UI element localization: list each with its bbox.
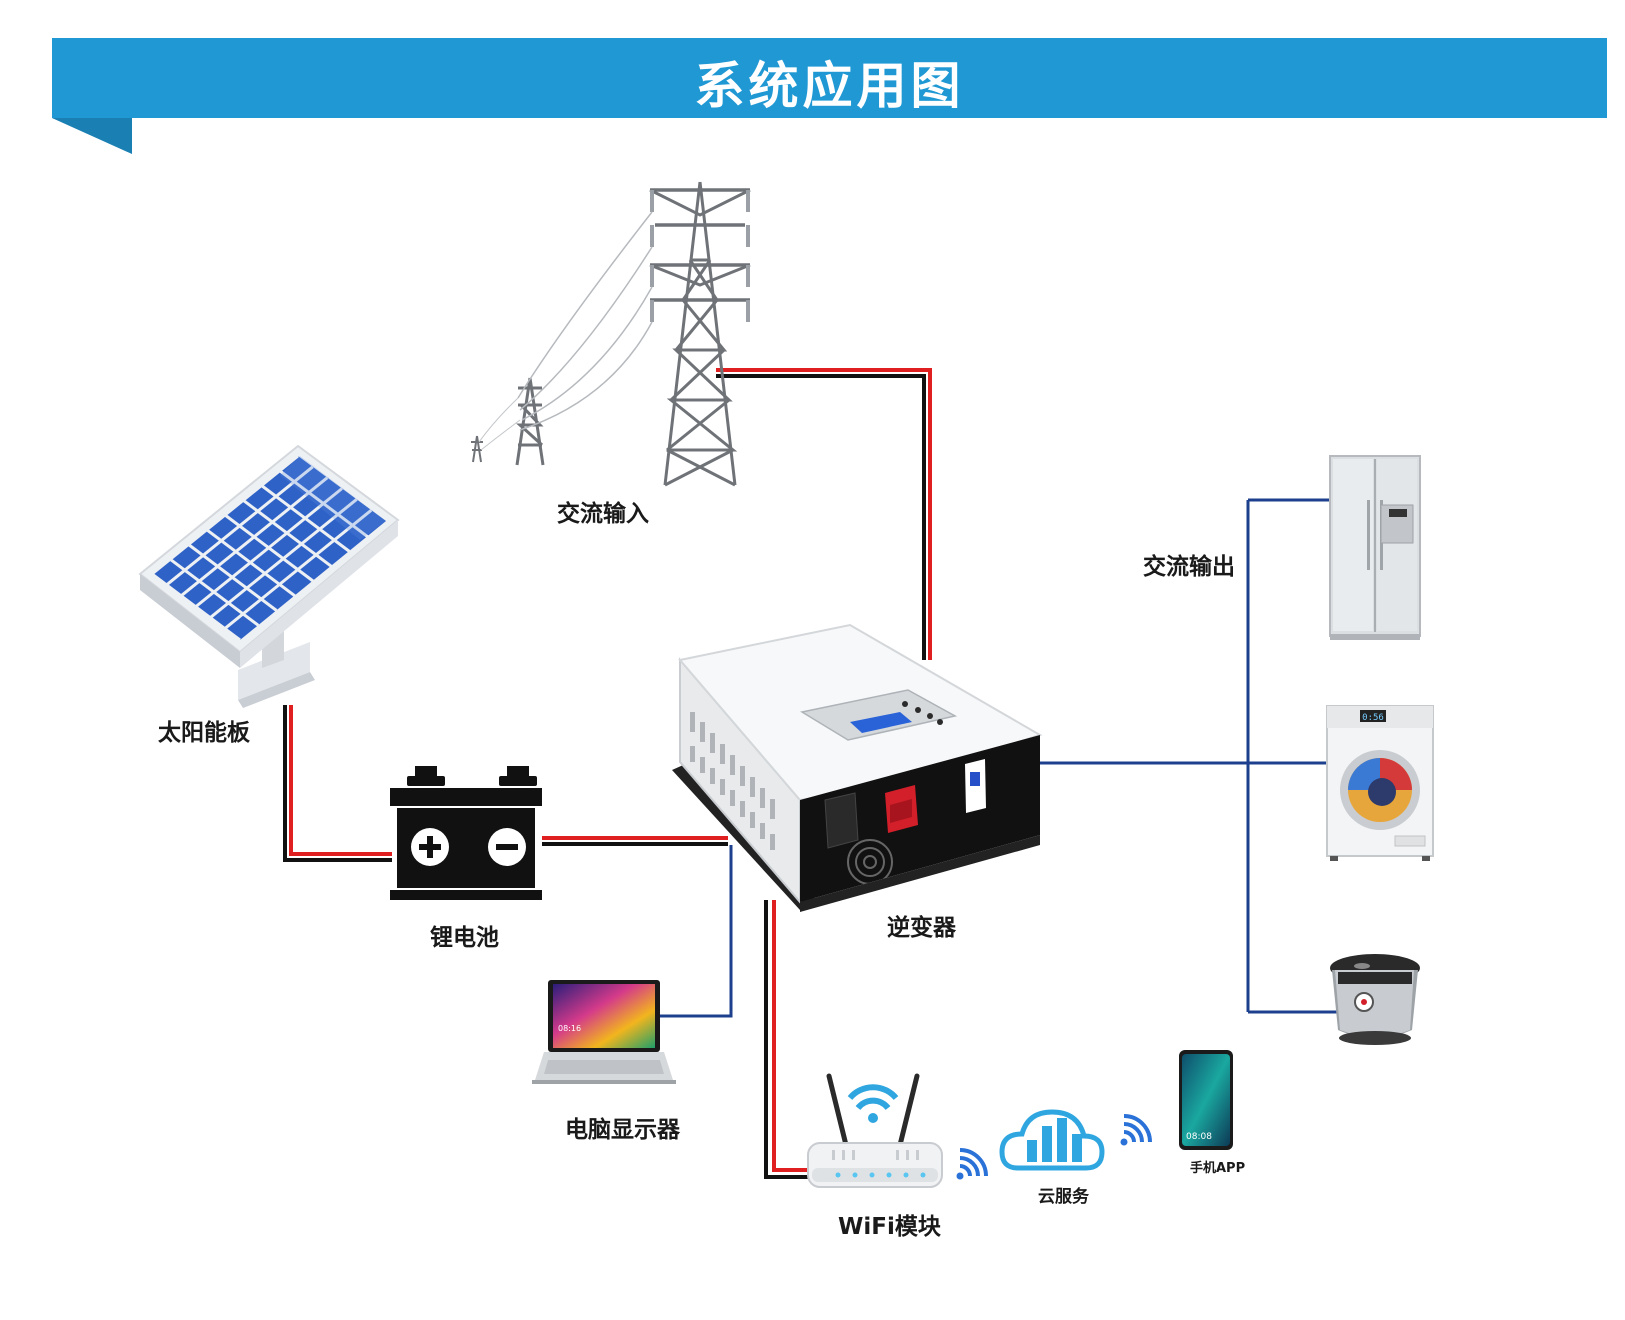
washing-machine-icon: 0:56 bbox=[1326, 705, 1434, 861]
washer-display-text: 0:56 bbox=[1362, 713, 1384, 723]
power-grid-tower-icon bbox=[471, 181, 751, 487]
cloud-service-icon bbox=[999, 1109, 1105, 1171]
wifi-router-icon bbox=[807, 1073, 943, 1188]
page-title: 系统应用图 bbox=[694, 57, 965, 115]
grid-wire-negative bbox=[716, 374, 926, 660]
refrigerator-icon bbox=[1329, 455, 1421, 640]
lithium-battery-label: 锂电池 bbox=[430, 925, 499, 951]
solar-wire-negative bbox=[283, 705, 392, 862]
laptop-wire bbox=[660, 845, 733, 1018]
wifi-wire-positive bbox=[772, 900, 818, 1172]
wifi-wire-negative bbox=[764, 900, 818, 1179]
battery-icon bbox=[390, 766, 542, 900]
solar-panel-icon bbox=[138, 444, 400, 708]
ac-input-label: 交流输入 bbox=[557, 501, 649, 527]
phone-clock-text: 08:08 bbox=[1186, 1132, 1212, 1142]
laptop-clock-text: 08:16 bbox=[558, 1024, 581, 1033]
laptop-icon: 08:16 bbox=[532, 980, 676, 1084]
wires bbox=[283, 368, 1340, 1179]
wifi-module-label: WiFi模块 bbox=[838, 1214, 941, 1240]
smartphone-icon: 08:08 bbox=[1179, 1050, 1233, 1150]
solar-panel-label: 太阳能板 bbox=[158, 720, 250, 746]
ac-output-label: 交流输出 bbox=[1143, 554, 1235, 580]
rice-cooker-icon bbox=[1330, 954, 1420, 1045]
inverter-device-icon bbox=[672, 623, 1043, 912]
banner-tail bbox=[52, 118, 132, 154]
wireless-signal-icon bbox=[956, 1148, 988, 1180]
wireless-signal-icon bbox=[1120, 1114, 1152, 1146]
computer-monitor-label: 电脑显示器 bbox=[565, 1117, 680, 1143]
title-banner: 系统应用图 bbox=[52, 38, 1607, 118]
solar-wire-positive bbox=[289, 705, 392, 856]
inverter-label: 逆变器 bbox=[887, 915, 956, 941]
cloud-service-label: 云服务 bbox=[1038, 1187, 1089, 1207]
grid-wire-positive bbox=[716, 368, 932, 660]
phone-app-label: 手机APP bbox=[1190, 1161, 1246, 1176]
